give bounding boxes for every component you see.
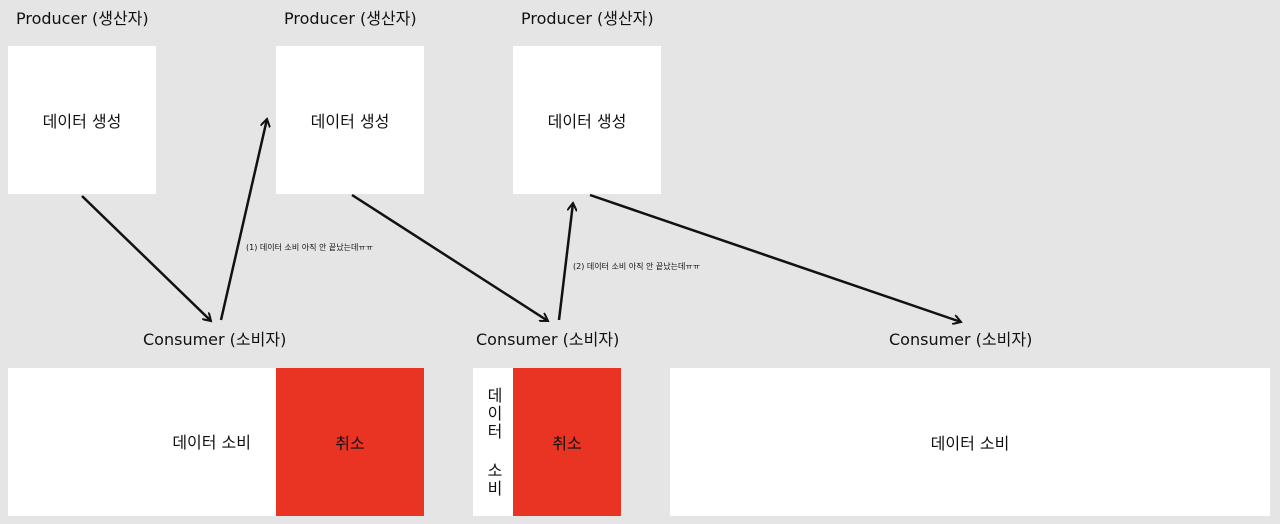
consumer-2-consume-box: 데이터 소비 (473, 368, 513, 516)
arrow-producer1-to-consumer1 (81, 195, 211, 321)
note-2: (2) 데이터 소비 아직 안 끝났는데ㅠㅠ (573, 262, 701, 271)
consumer-1-consume-text: 데이터 소비 (172, 433, 251, 452)
producer-box-2: 데이터 생성 (276, 46, 424, 194)
arrow-consumer1-to-producer2 (219, 119, 267, 321)
consumer-label-3: Consumer (소비자) (889, 330, 1033, 349)
consumer-2-cancel-box: 취소 (513, 368, 621, 516)
consumer-1-consume-box: 데이터 소비 (8, 368, 276, 516)
producer-label-1: Producer (생산자) (16, 9, 149, 28)
consumer-3-consume-box: 데이터 소비 (670, 368, 1270, 516)
producer-box-2-text: 데이터 생성 (310, 112, 390, 131)
arrow-consumer2-to-producer3 (557, 203, 573, 321)
consumer-2-cancel-text: 취소 (552, 434, 582, 453)
consumer-1-cancel-box: 취소 (276, 368, 424, 516)
producer-label-2: Producer (생산자) (284, 9, 417, 28)
producer-label-3: Producer (생산자) (521, 9, 654, 28)
consumer-label-1: Consumer (소비자) (143, 330, 287, 349)
note-1: (1) 데이터 소비 아직 안 끝났는데ㅠㅠ (246, 243, 374, 252)
consumer-1-cancel-text: 취소 (335, 434, 365, 453)
arrow-producer3-to-consumer3 (589, 193, 961, 322)
consumer-3-consume-text: 데이터 소비 (930, 434, 1010, 453)
consumer-2-consume-text: 데이터 소비 (484, 386, 503, 498)
producer-box-1: 데이터 생성 (8, 46, 156, 194)
producer-box-1-text: 데이터 생성 (42, 112, 122, 131)
consumer-label-2: Consumer (소비자) (476, 330, 620, 349)
producer-box-3: 데이터 생성 (513, 46, 661, 194)
arrow-producer2-to-consumer2 (351, 193, 548, 323)
producer-box-3-text: 데이터 생성 (547, 112, 627, 131)
